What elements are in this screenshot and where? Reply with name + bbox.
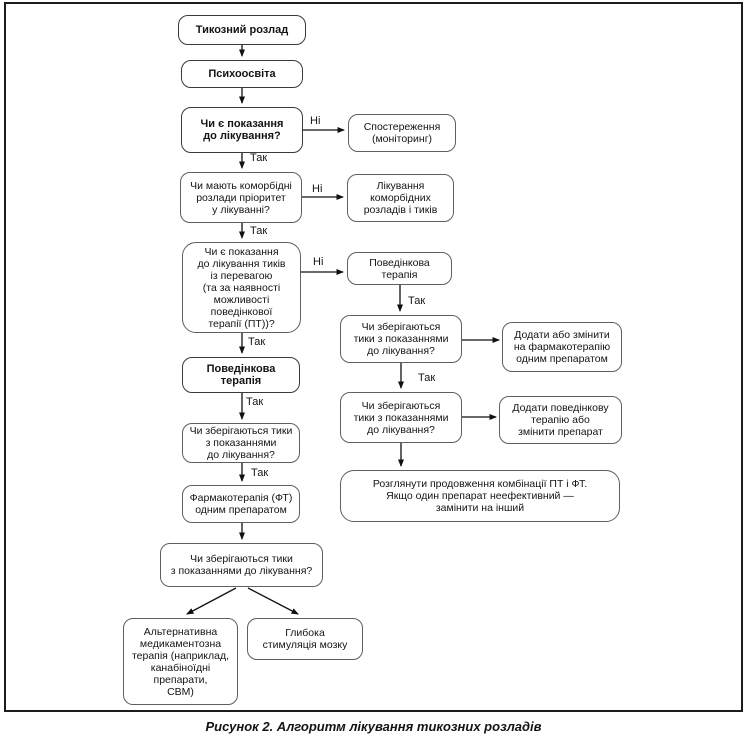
- node-pharmacotherapy: Фармакотерапія (ФТ) одним препаратом: [182, 485, 300, 523]
- edge-label-yes-right-2: Так: [418, 372, 436, 384]
- node-combination: Розглянути продовження комбінації ПТ і Ф…: [340, 470, 620, 522]
- node-question-persist-left-2: Чи зберігаються тики з показаннями до лі…: [160, 543, 323, 587]
- node-question-persist-right-2: Чи зберігаються тики з показаннями до лі…: [340, 392, 462, 443]
- node-question-tics-priority: Чи є показання до лікування тиків із пер…: [182, 242, 301, 333]
- edge-label-yes-5: Так: [251, 467, 269, 479]
- node-add-pharmacotherapy: Додати або змінити на фармакотерапію одн…: [502, 322, 622, 372]
- node-behavioral-therapy-left: Поведінкова терапія: [182, 357, 300, 393]
- edge-label-yes-4: Так: [246, 396, 264, 408]
- edge-label-yes-right-1: Так: [408, 295, 426, 307]
- node-question-persist-right-1: Чи зберігаються тики з показаннями до лі…: [340, 315, 462, 363]
- node-psychoeducation: Психоосвіта: [181, 60, 303, 88]
- node-alternative-medication: Альтернативна медикаментозна терапія (на…: [123, 618, 238, 705]
- node-question-persist-left-1: Чи зберігаються тики з показаннями до лі…: [182, 423, 300, 463]
- edge-label-no-2: Ні: [312, 183, 323, 195]
- edge-label-yes-2: Так: [250, 225, 268, 237]
- node-add-behavioral-therapy: Додати поведінкову терапію або змінити п…: [499, 396, 622, 444]
- edge-label-yes-3: Так: [248, 336, 266, 348]
- node-behavioral-therapy-right: Поведінкова терапія: [347, 252, 452, 285]
- node-deep-brain-stimulation: Глибока стимуляція мозку: [247, 618, 363, 660]
- node-treat-comorbid: Лікування коморбідних розладів і тиків: [347, 174, 454, 222]
- node-observation: Спостереження (моніторинг): [348, 114, 456, 152]
- edge-label-no-3: Ні: [313, 256, 324, 268]
- node-question-indication: Чи є показання до лікування?: [181, 107, 303, 153]
- edge-label-no-1: Ні: [310, 115, 321, 127]
- node-tic-disorder: Тикозний розлад: [178, 15, 306, 45]
- edge-label-yes-1: Так: [250, 152, 268, 164]
- node-question-comorbid: Чи мають коморбідні розлади пріоритет у …: [180, 172, 302, 223]
- figure-caption: Рисунок 2. Алгоритм лікування тикозних р…: [205, 719, 542, 734]
